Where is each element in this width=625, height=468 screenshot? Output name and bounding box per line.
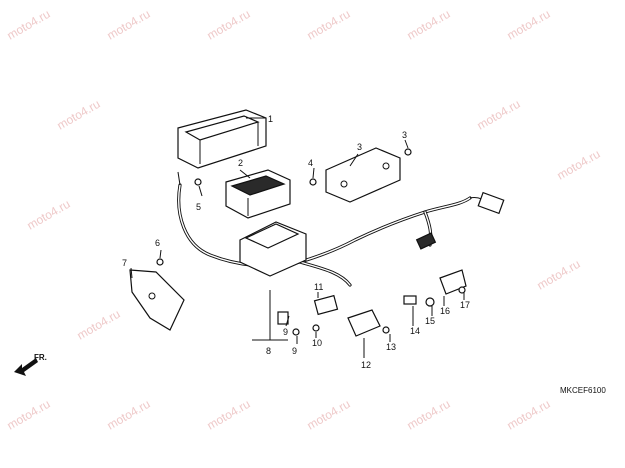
watermark-text: moto4.ru	[555, 147, 603, 183]
leader-lines	[130, 117, 465, 358]
callouts: 1 2 3 3 4 5 6 7 8 9 9 10 11 12 13 14 15 …	[122, 114, 470, 370]
callout-3b: 16	[440, 306, 450, 316]
watermark-layer: moto4.ru moto4.ru moto4.ru moto4.ru moto…	[5, 7, 603, 433]
callout-13: 15	[425, 316, 435, 326]
part-5-box-frame	[177, 109, 267, 169]
callout-9b: 17	[460, 300, 470, 310]
watermark-text: moto4.ru	[405, 397, 453, 433]
watermark-text: moto4.ru	[5, 397, 53, 433]
watermark-text: moto4.ru	[205, 397, 253, 433]
watermark-text: moto4.ru	[305, 7, 353, 43]
part-4-control-unit	[225, 169, 291, 219]
callout-9: 13	[386, 342, 396, 352]
callout-1: 8	[266, 346, 271, 356]
watermark-text: moto4.ru	[475, 97, 523, 133]
part-8-bracket	[129, 269, 185, 331]
direction-label: FR.	[34, 353, 47, 362]
callout-14: 10	[312, 338, 322, 348]
watermark-text: moto4.ru	[205, 7, 253, 43]
connector-right	[415, 191, 505, 250]
watermark-text: moto4.ru	[305, 397, 353, 433]
callout-3: 11	[314, 282, 323, 292]
watermark-text: moto4.ru	[405, 7, 453, 43]
wire-harness	[177, 171, 491, 287]
callout-17: 9	[292, 346, 297, 356]
watermark-text: moto4.ru	[105, 397, 153, 433]
arrow-icon	[14, 358, 38, 376]
watermark-text: moto4.ru	[535, 257, 583, 293]
small-parts	[156, 148, 467, 337]
callout-5: 1	[268, 114, 273, 124]
callout-12: 3	[402, 130, 407, 140]
watermark-text: moto4.ru	[75, 307, 123, 343]
callout-10: 5	[196, 202, 201, 212]
figure-code: MKCEF6100	[560, 386, 606, 395]
callout-15: 4	[308, 158, 313, 168]
callout-16: 6	[155, 238, 160, 248]
callout-11: 9	[283, 327, 288, 337]
watermark-text: moto4.ru	[505, 397, 553, 433]
direction-indicator: FR.	[14, 353, 47, 376]
callout-7: 12	[361, 360, 371, 370]
callout-4: 2	[238, 158, 243, 168]
watermark-text: moto4.ru	[25, 197, 73, 233]
part-6-bracket-plate	[325, 147, 401, 203]
watermark-text: moto4.ru	[505, 7, 553, 43]
watermark-text: moto4.ru	[105, 7, 153, 43]
watermark-text: moto4.ru	[5, 7, 53, 43]
callout-8: 7	[122, 258, 127, 268]
watermark-text: moto4.ru	[55, 97, 103, 133]
central-unit	[239, 221, 307, 277]
callout-2: 14	[410, 326, 420, 336]
callout-6: 3	[357, 142, 362, 152]
